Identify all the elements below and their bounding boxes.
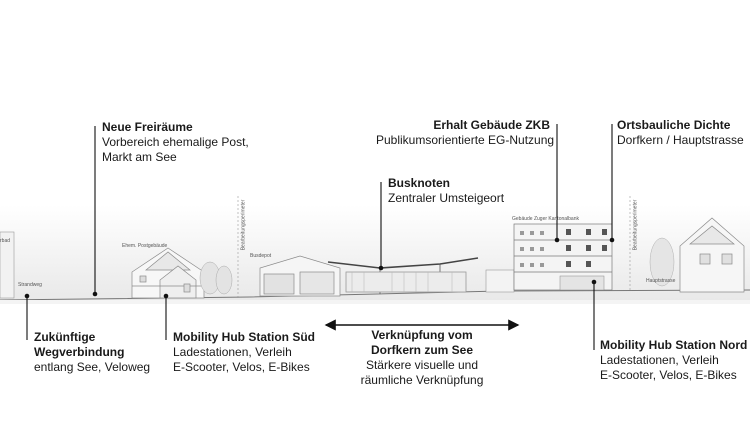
label-zkb: Gebäude Zuger Kantonalbank xyxy=(512,216,579,222)
annotation-verknuepfung: Verknüpfung vom Dorfkern zum See Stärker… xyxy=(322,328,522,388)
annotation-title: Mobility Hub Station Nord xyxy=(600,338,748,352)
annotation-title: Verknüpfung vom xyxy=(371,328,473,342)
annotation-text: Vorbereich ehemalige Post, xyxy=(102,135,249,149)
annotation-text: Dorfkern / Hauptstrasse xyxy=(617,133,744,147)
annotation-erhalt-zkb: Erhalt Gebäude ZKB Publikumsorientierte … xyxy=(376,118,555,148)
annotation-text: Zentraler Umsteigeort xyxy=(388,191,505,205)
leader-dots xyxy=(24,237,615,299)
annotation-title: Erhalt Gebäude ZKB xyxy=(433,118,550,132)
annotation-text: Publikumsorientierte EG-Nutzung xyxy=(376,133,555,147)
label-perimeter-left: Bearbeitungsperimeter xyxy=(240,199,247,251)
zkb-ground-floor xyxy=(559,275,605,291)
label-busdepot: Busdepot xyxy=(250,253,272,259)
annotation-neue-freiraeume: Neue Freiräume Vorbereich ehemalige Post… xyxy=(102,120,249,165)
annotation-hub-nord: Mobility Hub Station Nord Ladestationen,… xyxy=(600,338,747,383)
right-house xyxy=(679,217,745,293)
annotation-text: E-Scooter, Velos, E-Bikes xyxy=(173,360,310,374)
left-edge-building xyxy=(0,231,15,299)
annotation-title: Zukünftige xyxy=(34,330,96,344)
annotation-text: Ladestationen, Verleih xyxy=(173,345,292,359)
annotation-title: Dorfkern zum See xyxy=(370,343,474,357)
annotation-text: entlang See, Veloweg xyxy=(34,360,151,374)
annotation-text: Stärkere visuelle und xyxy=(365,358,479,372)
annotation-text: Markt am See xyxy=(102,150,177,164)
label-left-edge: rbad xyxy=(0,238,11,244)
annotation-title: Busknoten xyxy=(388,176,451,190)
annotation-text: räumliche Verknüpfung xyxy=(360,373,484,387)
annotation-busknoten: Busknoten Zentraler Umsteigeort xyxy=(388,176,504,206)
annotation-ortsbauliche-dichte: Ortsbauliche Dichte Dorfkern / Hauptstra… xyxy=(617,118,744,148)
bus-canopy xyxy=(327,257,479,294)
kiosk-building xyxy=(485,269,515,293)
ground-fill xyxy=(0,300,750,304)
post-building xyxy=(131,247,205,299)
annotation-title: Wegverbindung xyxy=(34,345,125,359)
busdepot-building xyxy=(259,255,341,297)
zkb-windows xyxy=(520,229,607,267)
label-hauptstrasse: Hauptstrasse xyxy=(646,278,676,284)
ground-line xyxy=(0,289,750,301)
annotation-text: E-Scooter, Velos, E-Bikes xyxy=(600,368,737,382)
annotation-wegverbindung: Zukünftige Wegverbindung entlang See, Ve… xyxy=(34,330,150,375)
annotation-hub-sued: Mobility Hub Station Süd Ladestationen, … xyxy=(173,330,315,375)
leader-lines xyxy=(26,124,613,350)
annotation-title: Neue Freiräume xyxy=(102,120,193,134)
annotation-title: Ortsbauliche Dichte xyxy=(617,118,731,132)
annotation-title: Mobility Hub Station Süd xyxy=(173,330,315,344)
label-perimeter-right: Bearbeitungsperimeter xyxy=(632,199,639,251)
label-postgebaeude: Ehem. Postgebäude xyxy=(122,243,168,249)
trees-near-post xyxy=(199,261,233,295)
annotation-text: Ladestationen, Verleih xyxy=(600,353,719,367)
trees-right xyxy=(649,237,675,287)
label-strandweg: Strandweg xyxy=(18,282,42,288)
